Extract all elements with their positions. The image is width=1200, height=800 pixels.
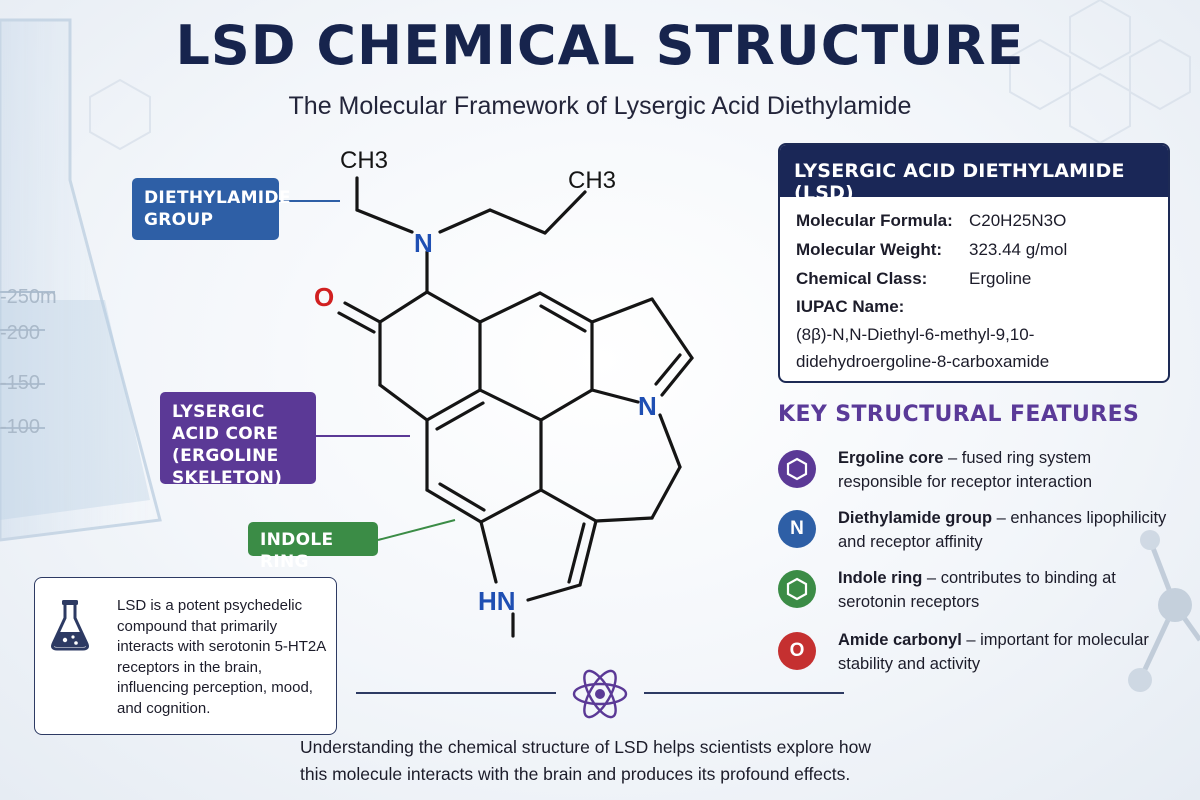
o-letter-icon: O xyxy=(778,632,816,670)
info-value-weight: 323.44 g/mol xyxy=(969,239,1068,259)
hexagon-icon xyxy=(778,570,816,608)
divider-left xyxy=(356,692,556,694)
bond-c8-c7 xyxy=(378,290,429,324)
info-box-body: Molecular Formula: C20H25N3O Molecular W… xyxy=(780,197,1168,375)
iupac-value: (8β)-N,N-Diethyl-6-methyl-9,10-didehydro… xyxy=(796,325,1050,371)
bond-ch2-ch xyxy=(650,297,694,360)
info-label: Molecular Formula: xyxy=(796,210,953,230)
bond-c17-nh xyxy=(526,583,582,602)
hexagon-network-decoration xyxy=(89,0,1191,151)
bond-ethyl2-a xyxy=(438,208,492,234)
flask-icon xyxy=(51,600,89,651)
bond-ch-n-1 xyxy=(660,356,694,397)
bond-carbonyl-2 xyxy=(337,311,376,334)
bond-ch-n-2 xyxy=(654,353,682,386)
bond-c12-ch2 xyxy=(590,297,654,324)
feature-item-indole: Indole ring – contributes to binding at … xyxy=(778,566,1178,622)
bond-c6-c5 xyxy=(378,383,429,422)
bond-c15-c16 xyxy=(594,516,654,523)
feature-name: Amide carbonyl xyxy=(838,631,962,649)
ball-stick-molecule-decoration xyxy=(1128,530,1200,692)
iupac-label: IUPAC Name: xyxy=(796,297,905,316)
bond-ch2-c15 xyxy=(650,465,682,520)
bond-c9-c11 xyxy=(478,291,542,324)
info-value-formula: C20H25N3O xyxy=(969,210,1067,230)
hexagon-icon xyxy=(778,450,816,488)
info-box-title: LYSERGIC ACID DIETHYLAMIDE (LSD) xyxy=(780,145,1168,204)
bond-c3-c14 xyxy=(479,488,543,524)
bond-c11-c12-2 xyxy=(539,304,587,333)
feature-name: Ergoline core xyxy=(838,449,944,467)
bond-c15-c17-2 xyxy=(567,522,586,584)
compound-info-box: LYSERGIC ACID DIETHYLAMIDE (LSD) Molecul… xyxy=(778,143,1170,383)
bond-n-ch2 xyxy=(658,413,682,469)
callout-line-indole xyxy=(377,519,456,541)
page-subtitle: The Molecular Framework of Lysergic Acid… xyxy=(288,92,912,120)
note-text: LSD is a potent psychedelic compound tha… xyxy=(117,597,326,717)
info-row-class: Chemical Class: Ergoline xyxy=(796,264,1152,293)
beaker-glass-shape xyxy=(0,18,162,542)
bond-c13-c10 xyxy=(539,388,594,422)
bond-nh-c3 xyxy=(479,520,498,584)
page-title: LSD CHEMICAL STRUCTURE xyxy=(175,14,1025,77)
beaker-mark-150: -150 xyxy=(0,372,41,394)
bond-ethyl2-c xyxy=(543,190,587,235)
beaker-mark-250: -250m xyxy=(0,286,57,308)
hn-indole-label: HN xyxy=(478,586,516,616)
ch3-right-label: CH3 xyxy=(568,167,616,194)
feature-desc: – contributes to binding at serotonin re… xyxy=(838,569,1116,611)
bond-c10-c13b xyxy=(478,388,543,422)
diethylamide-callout: DIETHYLAMIDE GROUP xyxy=(132,178,290,240)
n-amide-label: N xyxy=(414,228,433,258)
info-row-formula: Molecular Formula: C20H25N3O xyxy=(796,206,1152,235)
n-ring-label: N xyxy=(638,391,657,421)
feature-item-carbonyl: O Amide carbonyl – important for molecul… xyxy=(778,628,1178,684)
footer-text: Understanding the chemical structure of … xyxy=(300,737,871,784)
bond-c14-c15-1 xyxy=(539,488,598,523)
feature-desc: – enhances lipophilicity and receptor af… xyxy=(838,509,1167,551)
bond-c4-c3-1 xyxy=(425,488,483,524)
info-label: Chemical Class: xyxy=(796,268,928,288)
bond-c4-c3-2 xyxy=(438,482,486,512)
feature-name: Indole ring xyxy=(838,569,923,587)
indole-ring-callout: INDOLE RING xyxy=(248,522,378,572)
feature-item-ergoline: Ergoline core – fused ring system respon… xyxy=(778,446,1178,502)
bond-c8-c9 xyxy=(425,290,482,324)
feature-item-diethylamide: N Diethylamide group – enhances lipophil… xyxy=(778,506,1178,562)
bond-c11-c12-1 xyxy=(538,291,594,324)
info-label: Molecular Weight: xyxy=(796,239,943,259)
bond-n-c13 xyxy=(590,388,640,404)
info-value-class: Ergoline xyxy=(969,268,1032,288)
beaker-liquid-shape xyxy=(0,300,150,520)
n-letter-icon: N xyxy=(778,510,816,548)
note-box: LSD is a potent psychedelic compound tha… xyxy=(34,577,337,735)
features-title: KEY STRUCTURAL FEATURES xyxy=(778,402,1140,427)
bond-c15-c17-1 xyxy=(578,519,598,587)
bond-c5-c4a-2 xyxy=(435,401,485,431)
bond-ethyl2-b xyxy=(488,208,547,235)
beaker-mark-200: -200 xyxy=(0,322,41,344)
feature-desc: – important for molecular stability and … xyxy=(838,631,1149,673)
atom-icon xyxy=(572,669,628,719)
ch3-top-label: CH3 xyxy=(340,147,388,174)
info-row-weight: Molecular Weight: 323.44 g/mol xyxy=(796,235,1152,264)
bond-c5-c4a-1 xyxy=(425,388,482,422)
feature-name: Diethylamide group xyxy=(838,509,993,527)
feature-desc: – fused ring system responsible for rece… xyxy=(838,449,1093,491)
beaker-mark-100: -100 xyxy=(0,416,41,438)
bond-carbonyl-1 xyxy=(343,301,382,324)
bond-ethyl1-b xyxy=(355,208,414,234)
o-carbonyl-label: O xyxy=(314,282,334,312)
lysergic-core-callout: LYSERGIC ACID CORE (ERGOLINE SKELETON) xyxy=(160,392,316,488)
divider-right xyxy=(644,692,844,694)
